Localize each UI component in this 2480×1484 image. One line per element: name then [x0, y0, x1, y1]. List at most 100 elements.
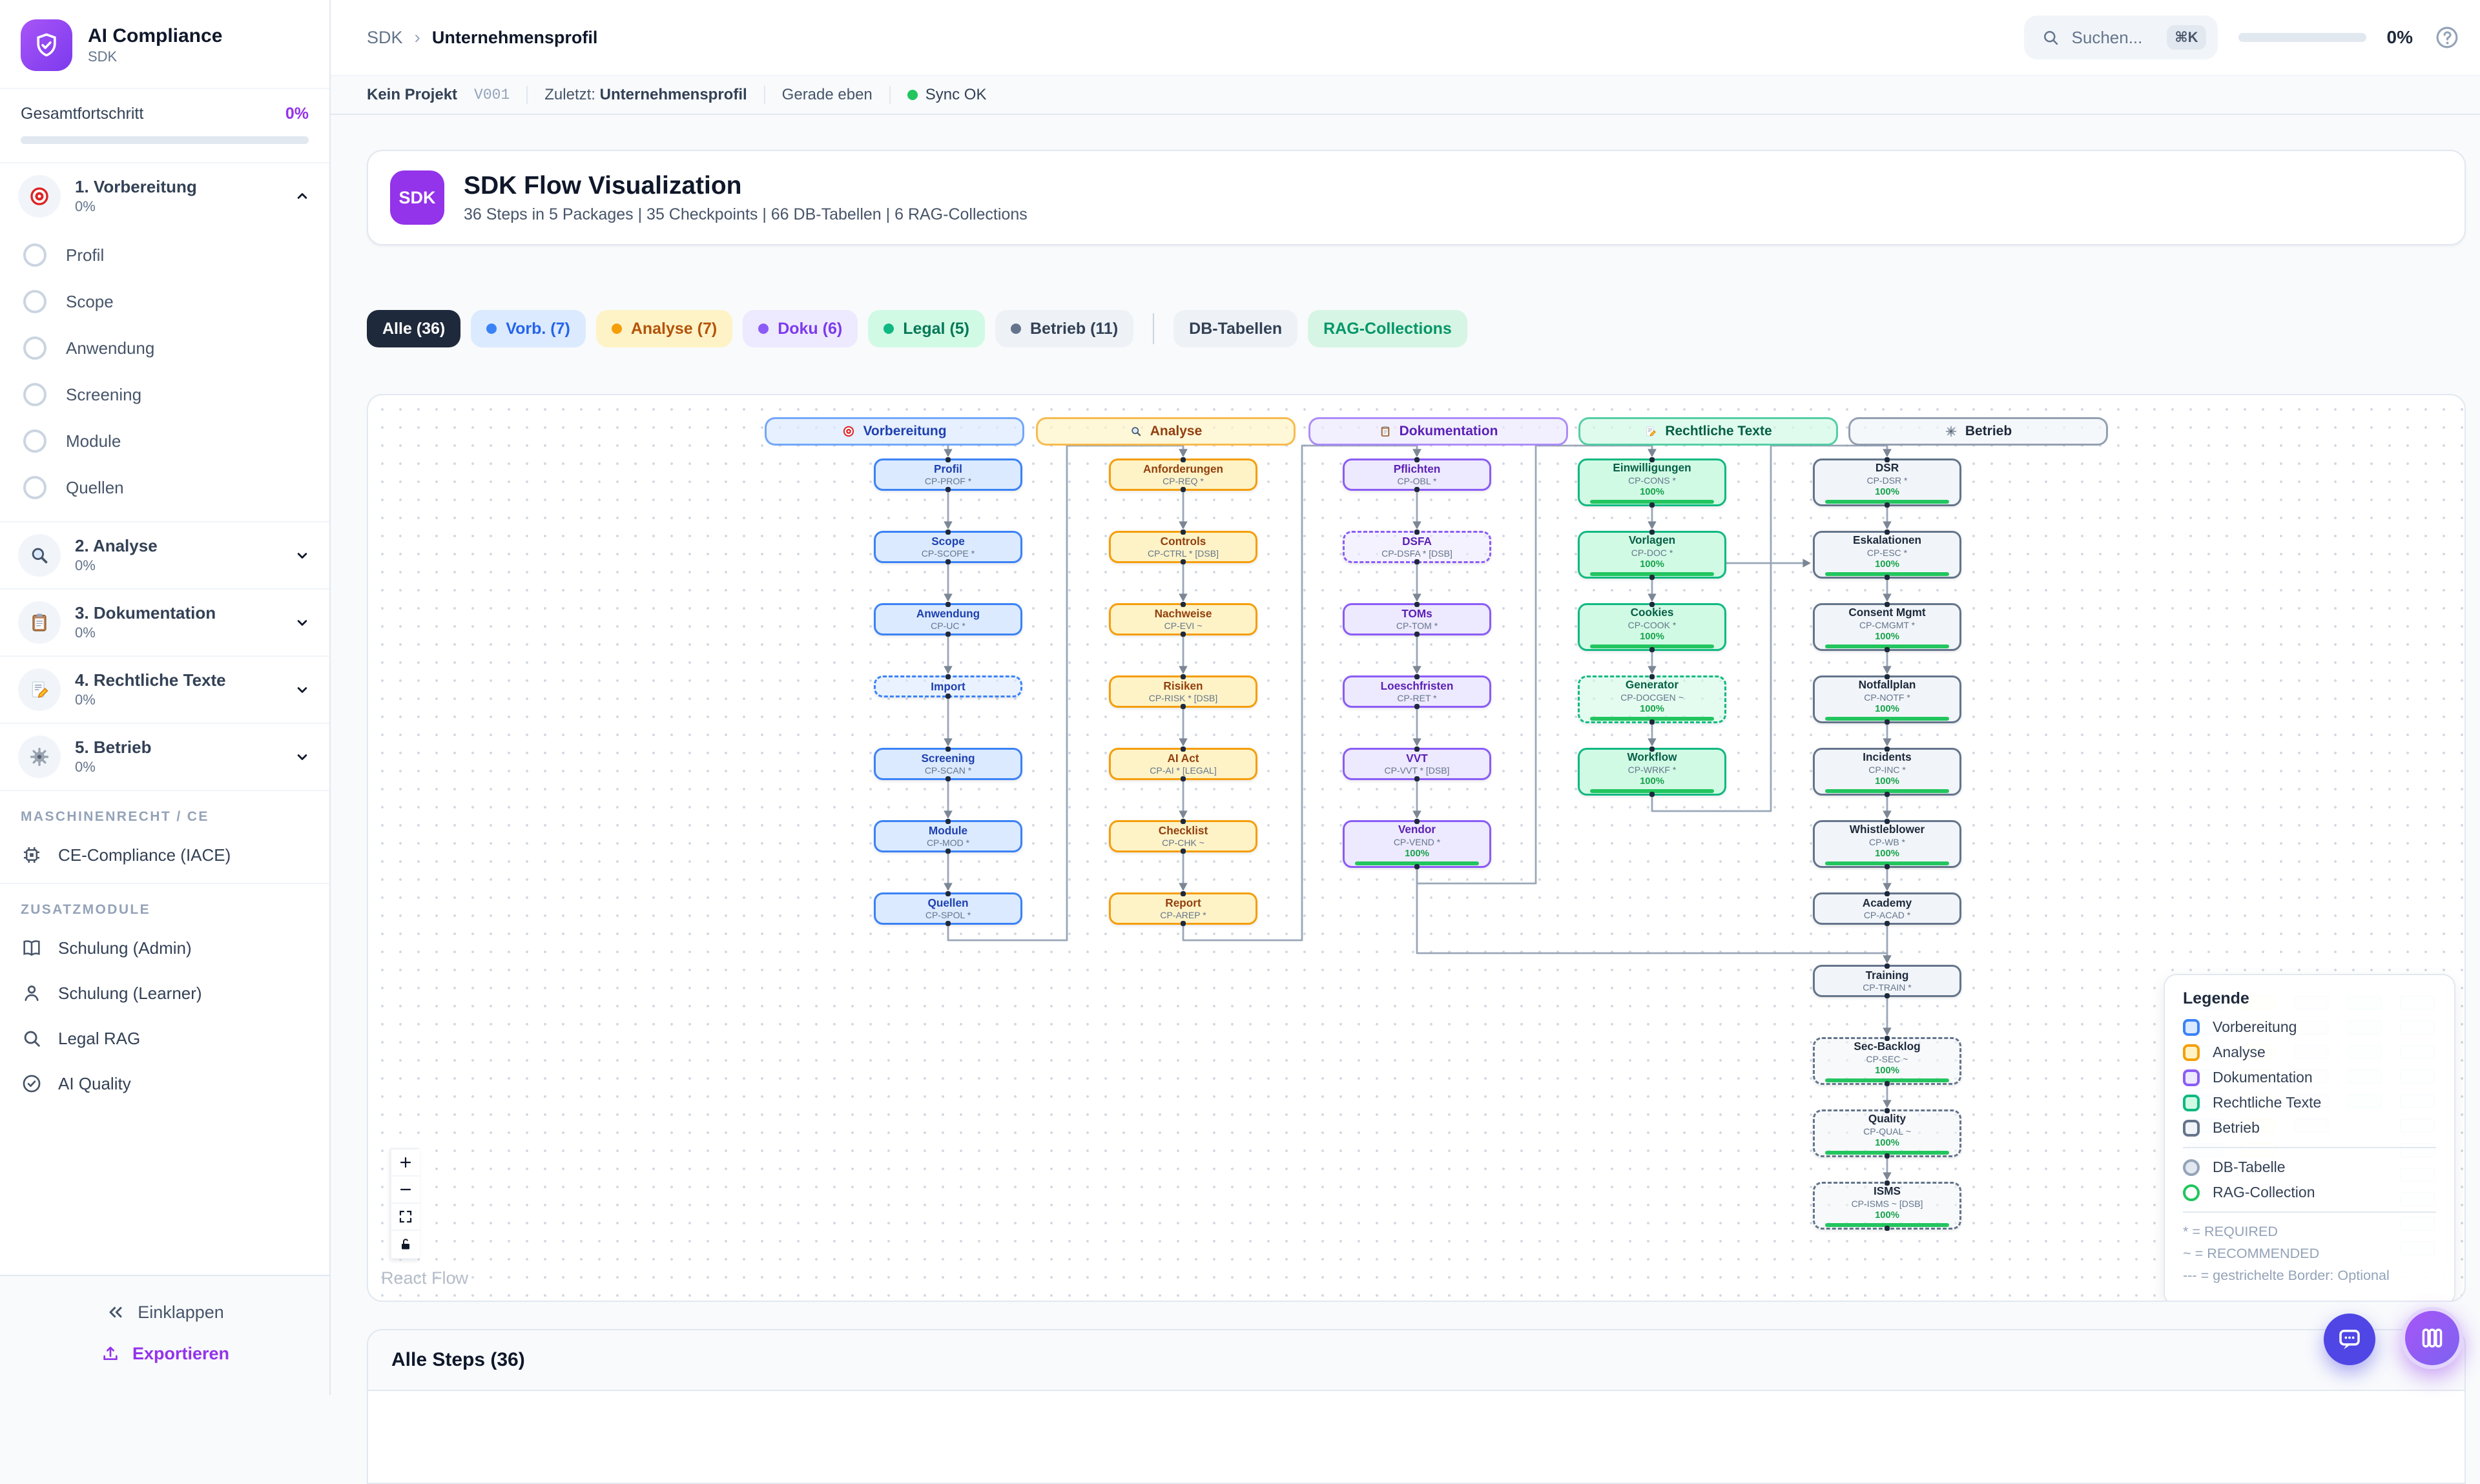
- sidebar-item-ce-compliance-iace[interactable]: CE-Compliance (IACE): [0, 832, 329, 878]
- fit-view-button[interactable]: [391, 1204, 420, 1231]
- lock-toggle-button[interactable]: [391, 1231, 420, 1258]
- flow-node-label: Generator: [1625, 678, 1679, 692]
- chevrons-left-icon: [105, 1302, 126, 1323]
- flow-group-analyse[interactable]: Analyse: [1036, 417, 1296, 446]
- memo-icon: [1644, 425, 1657, 438]
- sidebar-item-legal-rag[interactable]: Legal RAG: [0, 1016, 329, 1061]
- sidebar-item-schulung-admin[interactable]: Schulung (Admin): [0, 925, 329, 971]
- legend-circle-swatch: [2183, 1184, 2200, 1201]
- zoom-out-button[interactable]: [391, 1177, 420, 1204]
- chat-fab-button[interactable]: [2324, 1314, 2375, 1365]
- flow-group-dokumentation[interactable]: Dokumentation: [1308, 417, 1568, 446]
- flow-node-label: Cookies: [1630, 606, 1674, 619]
- legend-divider: [2183, 1147, 2436, 1148]
- search-input[interactable]: Suchen... ⌘K: [2023, 15, 2218, 59]
- flow-group-rechtliche-texte[interactable]: Rechtliche Texte: [1578, 417, 1838, 446]
- sidebar-item-screening[interactable]: Screening: [0, 371, 329, 418]
- node-handle-bottom: [1181, 487, 1186, 492]
- sidebar-section-label: 1. Vorbereitung: [75, 177, 197, 197]
- filter-pill-legal-5[interactable]: Legal (5): [868, 310, 985, 347]
- flow-node-code: CP-DOCGEN ~: [1620, 692, 1684, 703]
- node-handle-bottom: [1885, 502, 1890, 508]
- node-handle-bottom: [1649, 792, 1655, 797]
- sidebar-item-ai-quality[interactable]: AI Quality: [0, 1061, 329, 1106]
- filter-pill-betrieb-11[interactable]: Betrieb (11): [995, 310, 1134, 347]
- flow-group-vorbereitung[interactable]: Vorbereitung: [765, 417, 1024, 446]
- breadcrumb-root[interactable]: SDK: [367, 27, 403, 47]
- kanban-fab-button[interactable]: [2401, 1307, 2463, 1369]
- sync-status: Sync OK: [907, 86, 986, 104]
- sidebar-item-schulung-learner[interactable]: Schulung (Learner): [0, 971, 329, 1016]
- flow-node-progress-value: 100%: [1875, 776, 1899, 787]
- node-handle-bottom: [946, 487, 951, 492]
- filter-pill-doku-6[interactable]: Doku (6): [743, 310, 858, 347]
- sidebar-item-profil[interactable]: Profil: [0, 232, 329, 278]
- sidebar-item-quellen[interactable]: Quellen: [0, 464, 329, 511]
- sidebar-item-scope[interactable]: Scope: [0, 278, 329, 325]
- filter-pill-analyse-7[interactable]: Analyse (7): [595, 310, 733, 347]
- zoom-in-button[interactable]: [391, 1149, 420, 1177]
- flow-node-import[interactable]: Import: [874, 674, 1022, 699]
- help-icon[interactable]: [2434, 24, 2461, 51]
- filter-pill-alle-36[interactable]: Alle (36): [367, 310, 461, 347]
- flow-node-progress-bar: [1824, 644, 1950, 648]
- filter-pill-rag-collections[interactable]: RAG-Collections: [1308, 310, 1467, 347]
- filter-pill-vorb-7[interactable]: Vorb. (7): [471, 310, 586, 347]
- react-flow-attribution[interactable]: React Flow: [381, 1268, 469, 1288]
- flow-node-progress-bar: [1589, 788, 1715, 793]
- sidebar-item-module[interactable]: Module: [0, 418, 329, 464]
- export-button[interactable]: Exportieren: [0, 1333, 329, 1374]
- flow-node-progress-bar: [1824, 861, 1950, 865]
- node-handle-top: [1885, 1036, 1890, 1041]
- filter-pill-db-tabellen[interactable]: DB-Tabellen: [1173, 310, 1298, 347]
- sidebar-item-anwendung[interactable]: Anwendung: [0, 325, 329, 371]
- node-handle-top: [946, 819, 951, 824]
- flow-node-code: CP-AREP *: [1160, 910, 1206, 921]
- collapse-sidebar-button[interactable]: Einklappen: [0, 1292, 329, 1333]
- flow-group-betrieb[interactable]: Betrieb: [1848, 417, 2108, 446]
